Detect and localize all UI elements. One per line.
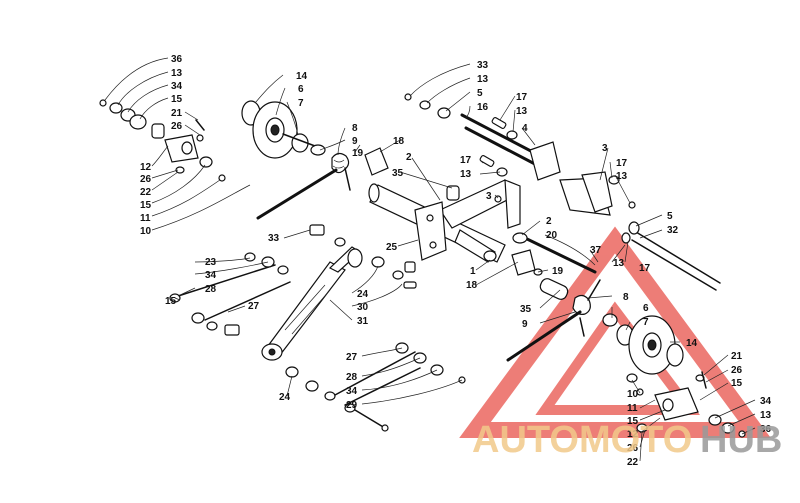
callout-28: 28 xyxy=(205,284,217,295)
left-torsion-spring xyxy=(256,147,389,220)
callout-13: 13 xyxy=(760,410,772,421)
callout-17: 17 xyxy=(460,155,472,166)
callout-33: 33 xyxy=(268,233,280,244)
callout-13: 13 xyxy=(613,258,625,269)
callout-14: 14 xyxy=(686,338,698,349)
left-lower-linkage xyxy=(169,224,417,336)
callout-24: 24 xyxy=(357,289,369,300)
callout-13: 13 xyxy=(171,68,183,79)
callout-37: 37 xyxy=(590,245,602,256)
callout-21: 21 xyxy=(171,108,183,119)
callout-17: 17 xyxy=(639,263,651,274)
callout-11: 11 xyxy=(140,213,151,224)
callout-31: 31 xyxy=(357,316,369,327)
callout-14: 14 xyxy=(296,71,308,82)
callout-4: 4 xyxy=(522,123,528,134)
callout-36: 36 xyxy=(760,424,772,435)
right-shafts xyxy=(511,232,597,300)
callout-34: 34 xyxy=(171,81,183,92)
callout-2: 2 xyxy=(406,152,412,163)
callout-5: 5 xyxy=(477,88,483,99)
callout-26: 26 xyxy=(171,121,183,132)
callout-20: 20 xyxy=(546,230,558,241)
callout-17: 17 xyxy=(516,92,528,103)
callout-29: 29 xyxy=(346,400,358,411)
callout-9: 9 xyxy=(352,136,358,147)
callout-6: 6 xyxy=(643,303,649,314)
callout-27: 27 xyxy=(248,301,260,312)
callout-22: 22 xyxy=(140,187,152,198)
callout-15: 15 xyxy=(731,378,743,389)
callout-10: 10 xyxy=(140,226,152,237)
left-idler-wheel xyxy=(241,100,326,159)
callout-17: 17 xyxy=(616,158,628,169)
callout-33: 33 xyxy=(477,60,489,71)
callout-30: 30 xyxy=(357,302,369,313)
callout-26: 26 xyxy=(731,365,743,376)
callout-34: 34 xyxy=(760,396,772,407)
callout-9: 9 xyxy=(522,319,528,330)
callout-32: 32 xyxy=(667,225,679,236)
upper-rail-shafts xyxy=(404,93,721,291)
callout-34: 34 xyxy=(205,270,217,281)
callout-35: 35 xyxy=(392,168,404,179)
callout-7: 7 xyxy=(298,98,304,109)
callout-24: 24 xyxy=(279,392,291,403)
watermark-text-hub: HUB xyxy=(700,419,782,461)
callout-36: 36 xyxy=(171,54,183,65)
callout-16: 16 xyxy=(477,102,489,113)
callout-26: 26 xyxy=(627,443,639,454)
callout-27: 27 xyxy=(346,352,358,363)
callout-13: 13 xyxy=(616,171,628,182)
callout-21: 21 xyxy=(731,351,743,362)
callout-28: 28 xyxy=(346,372,358,383)
callout-2: 2 xyxy=(546,216,552,227)
callout-8: 8 xyxy=(623,292,629,303)
main-frame-assembly xyxy=(368,179,521,273)
callout-15: 15 xyxy=(165,296,177,307)
lower-center-linkage xyxy=(285,342,466,432)
callout-1: 1 xyxy=(470,266,476,277)
callout-25: 25 xyxy=(386,242,398,253)
callout-15: 15 xyxy=(627,416,639,427)
callout-10: 10 xyxy=(627,389,639,400)
callout-3: 3 xyxy=(602,143,608,154)
callout-34: 34 xyxy=(346,386,358,397)
callout-15: 15 xyxy=(171,94,183,105)
callout-23: 23 xyxy=(205,257,217,268)
callout-3: 3 xyxy=(486,191,492,202)
callout-5: 5 xyxy=(667,211,673,222)
callout-22: 22 xyxy=(627,457,639,468)
left-pivot-block xyxy=(99,99,226,182)
callout-8: 8 xyxy=(352,123,358,134)
callout-35: 35 xyxy=(520,304,532,315)
watermark-logo: AUTOMOTO HUB xyxy=(472,419,782,461)
callout-26: 26 xyxy=(140,174,152,185)
leader-lines xyxy=(104,57,756,462)
callout-19: 19 xyxy=(352,148,364,159)
callout-19: 19 xyxy=(552,266,564,277)
callout-12: 12 xyxy=(627,429,639,440)
shock-absorber xyxy=(261,246,363,361)
callout-11: 11 xyxy=(627,403,638,414)
callout-6: 6 xyxy=(298,84,304,95)
callout-18: 18 xyxy=(393,136,405,147)
callout-13: 13 xyxy=(477,74,489,85)
right-idler-wheel xyxy=(602,313,684,375)
callout-13: 13 xyxy=(460,169,472,180)
callout-13: 13 xyxy=(516,106,528,117)
watermark-text-automoto: AUTOMOTO xyxy=(472,419,692,461)
callout-labels: 36 13 34 15 21 26 12 26 22 15 11 10 14 6… xyxy=(140,54,772,468)
callout-18: 18 xyxy=(466,280,478,291)
callout-12: 12 xyxy=(140,162,152,173)
callout-7: 7 xyxy=(643,317,649,328)
callout-15: 15 xyxy=(140,200,152,211)
right-torsion-spring xyxy=(506,279,601,362)
